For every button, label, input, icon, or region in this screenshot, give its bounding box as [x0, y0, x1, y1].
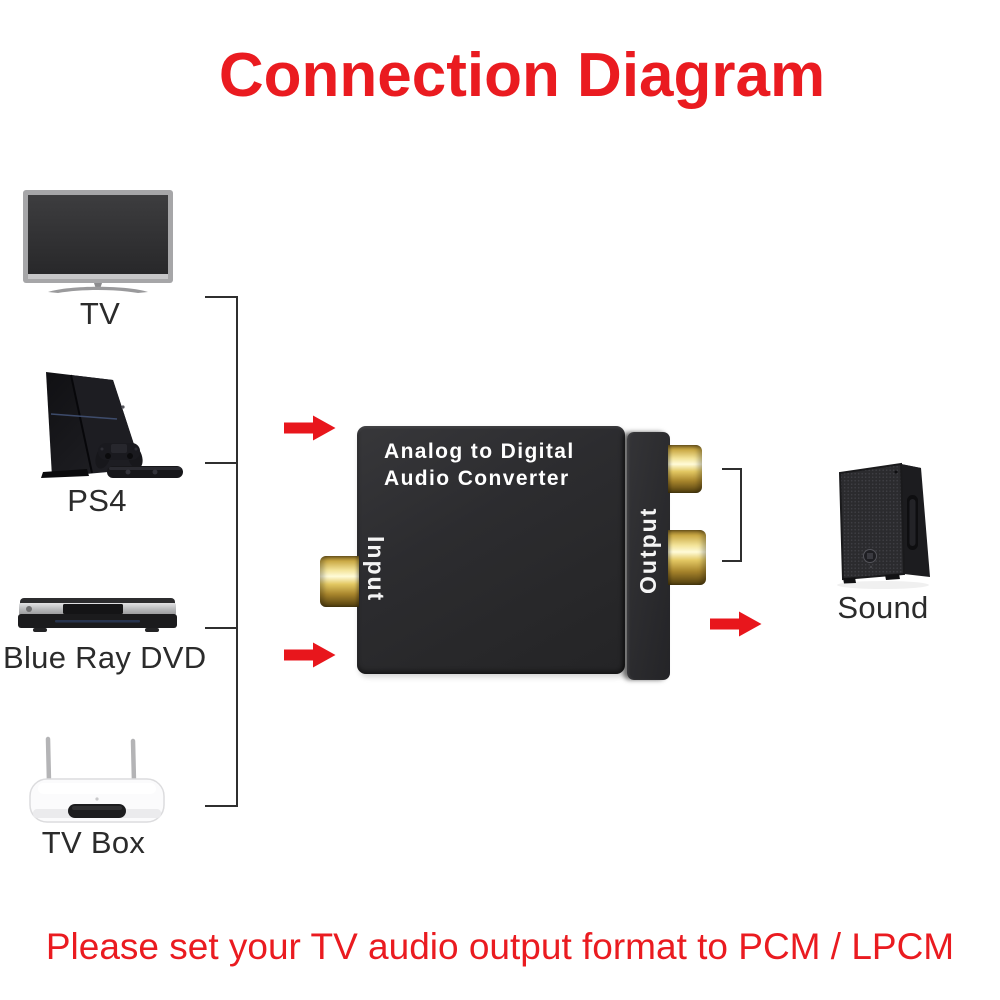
converter-box [357, 426, 625, 674]
footer-note: Please set your TV audio output format t… [45, 926, 955, 967]
rca-bracket-bottom [722, 560, 742, 562]
speaker-image [837, 462, 930, 589]
bracket-stub-tvbox [205, 805, 238, 807]
bracket-stub-bluray [205, 627, 238, 629]
tvbox-image [29, 736, 165, 823]
tvbox-label: TV Box [41, 825, 146, 860]
input-arrow-top-icon [284, 415, 336, 441]
ps4-image [41, 372, 183, 478]
rca-jack-top [668, 445, 702, 493]
bracket-stub-ps4 [205, 462, 238, 464]
sound-label: Sound [837, 590, 929, 625]
rca-jack-bottom [668, 530, 706, 585]
output-arrow-icon [710, 611, 762, 637]
converter-output-panel [627, 432, 670, 680]
page-title: Connection Diagram [218, 41, 826, 110]
ps4-label: PS4 [67, 483, 127, 518]
bluray-label: Blue Ray DVD [3, 640, 207, 675]
bracket-line-vertical [236, 296, 238, 807]
toslink-input-jack [320, 556, 359, 607]
rca-bracket-top [722, 468, 742, 470]
tv-label: TV [79, 296, 121, 331]
input-arrow-bottom-icon [284, 642, 336, 668]
tv-image [23, 190, 173, 293]
converter-title-line1: Analog to Digital [384, 440, 575, 463]
input-port-label: Input [363, 535, 389, 603]
converter-title-line2: Audio Converter [384, 467, 570, 490]
bracket-stub-tv [205, 296, 238, 298]
bluray-image [18, 598, 177, 632]
rca-bracket-vertical [740, 468, 742, 562]
converter-title: Analog to Digital Audio Converter [384, 438, 575, 492]
output-port-label: Output [635, 506, 661, 594]
